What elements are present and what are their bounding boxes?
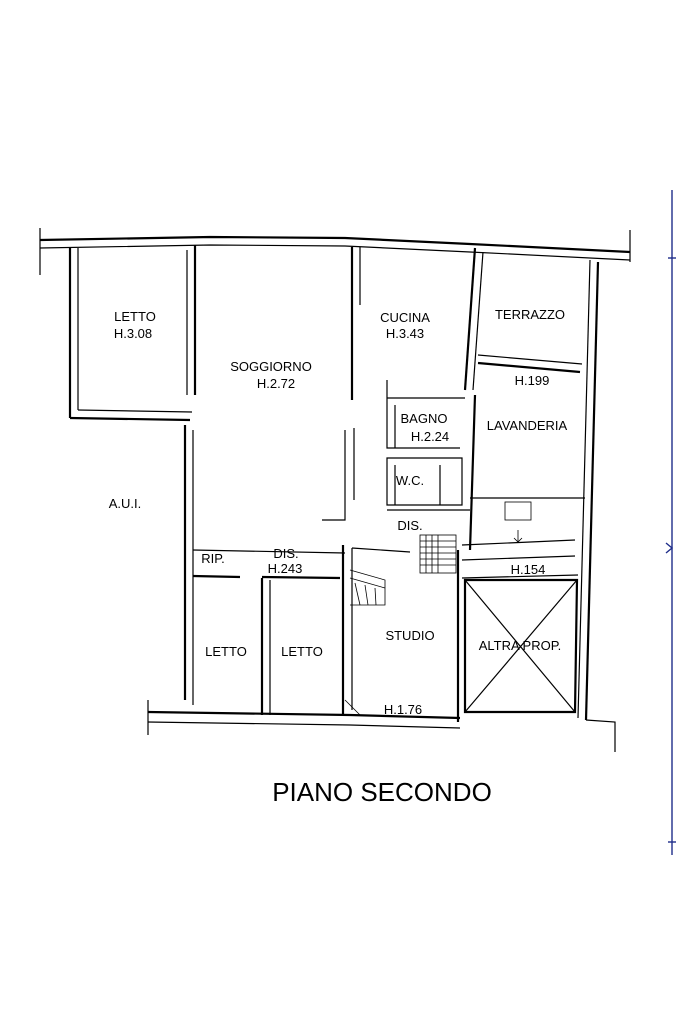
room-lavanderia-name: LAVANDERIA: [487, 418, 568, 433]
dimension-line: [665, 190, 676, 855]
room-cucina-height: H.3.43: [386, 326, 424, 341]
plan-title: PIANO SECONDO: [272, 777, 492, 807]
room-bagno-height: H.2.24: [411, 429, 449, 444]
room-aui-name: A.U.I.: [109, 496, 142, 511]
corridor-height: H.154: [511, 562, 546, 577]
room-soggiorno-height: H.2.72: [257, 376, 295, 391]
interior-walls: [186, 245, 585, 722]
room-letto-3-name: LETTO: [281, 644, 323, 659]
room-dis-name: DIS.: [397, 518, 422, 533]
room-letto-2-name: LETTO: [205, 644, 247, 659]
stair-icon: [349, 534, 457, 606]
room-bagno-name: BAGNO: [401, 411, 448, 426]
room-studio-height: H.1.76: [384, 702, 422, 717]
room-labels: LETTO H.3.08 SOGGIORNO H.2.72 CUCINA H.3…: [109, 307, 568, 717]
room-altra-prop-name: ALTRA PROP.: [479, 638, 562, 653]
room-dis-2-height: H.243: [268, 561, 303, 576]
room-wc-name: W.C.: [396, 473, 424, 488]
room-studio-name: STUDIO: [385, 628, 434, 643]
room-dis-2-name: DIS.: [273, 546, 298, 561]
room-terrazzo-name: TERRAZZO: [495, 307, 565, 322]
room-rip-name: RIP.: [201, 551, 225, 566]
room-terrazzo-height: H.199: [515, 373, 550, 388]
exterior-walls: [39, 228, 631, 752]
room-letto-1-name: LETTO: [114, 309, 156, 324]
room-letto-1-height: H.3.08: [114, 326, 152, 341]
room-soggiorno-name: SOGGIORNO: [230, 359, 312, 374]
room-cucina-name: CUCINA: [380, 310, 430, 325]
